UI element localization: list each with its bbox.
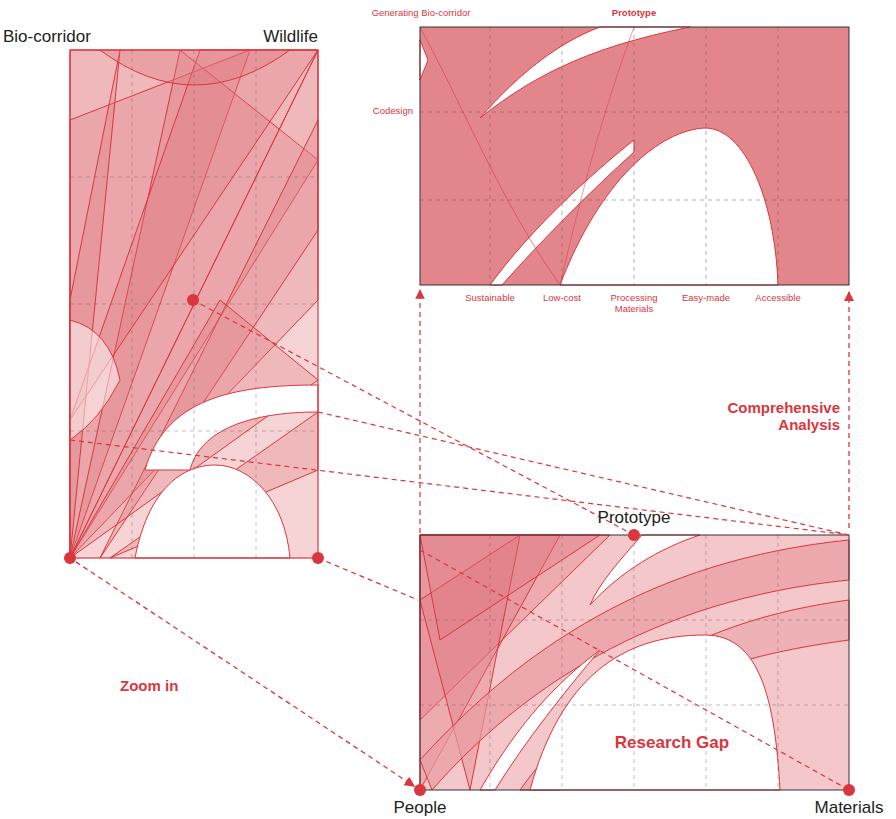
panel-title: Generating Bio-corridor (372, 8, 471, 19)
art-line (778, 27, 779, 285)
prototype-panel-art (420, 27, 849, 285)
art-line (420, 112, 849, 113)
art-line (490, 27, 491, 285)
corner-label: Bio-corridor (3, 27, 91, 47)
axis-label: Accessible (755, 293, 800, 304)
art-path (530, 635, 780, 790)
corner-label: Prototype (598, 508, 671, 528)
art-path (70, 320, 120, 440)
art-g (64, 294, 855, 796)
art-g (420, 535, 849, 790)
edge-label: Zoom in (118, 676, 180, 695)
art-line (132, 50, 133, 558)
art-line (420, 620, 849, 621)
corner-label: Wildlife (263, 27, 318, 47)
panel-title: Prototype (612, 8, 656, 19)
art-rect (70, 50, 318, 558)
art-g (70, 50, 318, 558)
corner-label: Materials (815, 798, 884, 818)
art-polygon (70, 50, 318, 558)
art-path (420, 27, 560, 285)
art-path (100, 50, 290, 85)
art-rect (420, 535, 849, 790)
art-g (420, 27, 849, 285)
axis-label: Codesign (373, 106, 413, 117)
art-path (420, 40, 428, 80)
dashed-arrow (76, 562, 414, 786)
art-line (490, 535, 491, 790)
art-line (778, 535, 779, 790)
prototype-panel: Generating Bio-corridorPrototypeCodesign… (420, 27, 849, 285)
art-line (318, 558, 418, 600)
art-circle (64, 552, 76, 564)
art-g (70, 50, 318, 558)
art-line (70, 431, 318, 432)
art-path (135, 465, 290, 558)
art-rect (420, 27, 849, 285)
art-line (562, 535, 563, 790)
art-line (420, 200, 849, 201)
corner-label: People (394, 798, 447, 818)
art-polygon (70, 50, 318, 558)
art-path (590, 535, 700, 605)
gap-label: Research Gap (615, 733, 729, 753)
art-path (520, 600, 849, 790)
art-path (145, 385, 318, 470)
bio-corridor-panel: Bio-corridorWildlife (70, 50, 318, 558)
axis-label: Easy-made (682, 293, 730, 304)
art-line (562, 27, 563, 285)
art-g (70, 290, 849, 790)
art-line (419, 290, 420, 533)
art-polygon (420, 535, 600, 640)
art-line (70, 440, 849, 535)
art-rect (70, 50, 318, 558)
art-path (560, 128, 778, 285)
art-path (560, 27, 634, 285)
edge-label: Comprehensive Analysis (713, 398, 842, 435)
art-circle (187, 294, 199, 306)
axis-label: Sustainable (465, 293, 515, 304)
art-line (70, 177, 318, 178)
art-circle (414, 784, 426, 796)
art-line (420, 550, 849, 790)
art-polygon (70, 50, 318, 558)
research-panel: PrototypeResearch GapPeopleMaterials (420, 535, 849, 790)
art-line (706, 27, 707, 285)
art-rect (420, 535, 849, 790)
axis-label: Low-cost (543, 293, 581, 304)
bio-corridor-panel-art (70, 50, 318, 558)
art-line (420, 705, 849, 706)
art-line (634, 27, 635, 285)
art-circle (843, 784, 855, 796)
art-line (193, 300, 634, 535)
art-rect (420, 27, 849, 285)
art-circle (628, 529, 640, 541)
art-path (480, 27, 690, 118)
research-panel-art (420, 535, 849, 790)
art-path (420, 540, 849, 790)
axis-label: Processing Materials (603, 293, 665, 315)
dashed-arrow (848, 292, 849, 528)
art-circle (312, 552, 324, 564)
